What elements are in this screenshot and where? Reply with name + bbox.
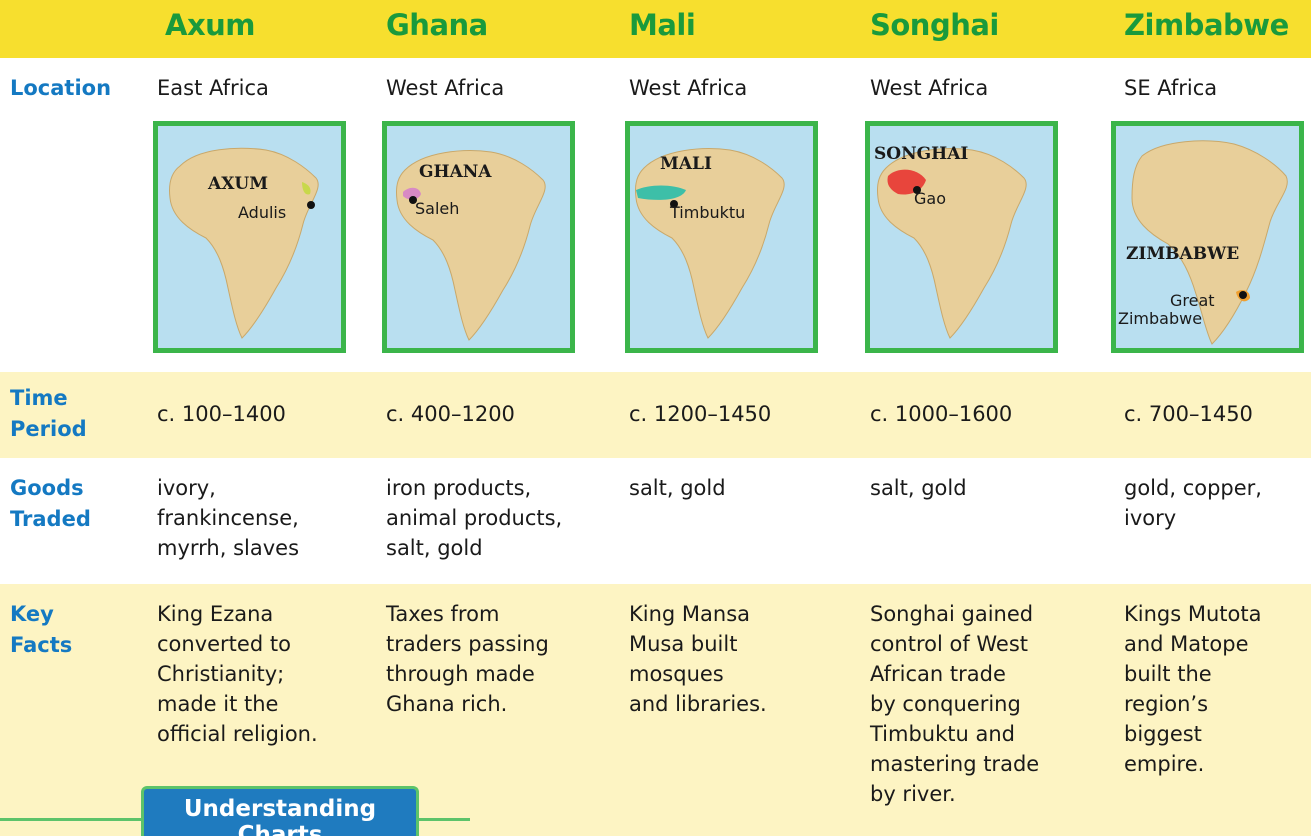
city-dot	[1239, 291, 1247, 299]
goods-zimbabwe: gold, copper,ivory	[1124, 476, 1262, 530]
col-title-zimbabwe: Zimbabwe	[1124, 8, 1289, 42]
map-city-label: Great	[1170, 291, 1215, 310]
time-zimbabwe: c. 700–1450	[1124, 402, 1253, 426]
col-title-songhai: Songhai	[870, 8, 999, 42]
city-dot	[409, 196, 417, 204]
col-title-axum: Axum	[165, 8, 256, 42]
map-region-label: AXUM	[208, 174, 269, 194]
location-songhai: West Africa	[870, 76, 989, 100]
location-mali: West Africa	[629, 76, 748, 100]
map-zimbabwe: ZIMBABWE Great Zimbabwe	[1111, 121, 1304, 353]
time-songhai: c. 1000–1600	[870, 402, 1013, 426]
goods-mali: salt, gold	[629, 476, 726, 500]
map-city-label: Saleh	[415, 199, 460, 218]
africa-map-shape	[396, 150, 546, 341]
col-title-ghana: Ghana	[386, 8, 488, 42]
map-region-label: MALI	[660, 154, 712, 174]
row-goods-bg	[0, 458, 1311, 584]
map-region-label: ZIMBABWE	[1126, 244, 1240, 264]
goods-songhai: salt, gold	[870, 476, 967, 500]
africa-map-shape	[169, 147, 319, 339]
map-songhai: SONGHAI Gao	[865, 121, 1058, 353]
map-region-label: SONGHAI	[874, 144, 969, 164]
understanding-charts-label: Understanding Charts	[183, 796, 377, 836]
city-dot	[307, 201, 315, 209]
map-region-label: GHANA	[419, 162, 492, 182]
goods-axum: ivory,frankincense,myrrh, slaves	[157, 476, 300, 560]
map-mali: MALI Timbuktu	[625, 121, 818, 353]
location-zimbabwe: SE Africa	[1124, 76, 1218, 100]
city-dot	[670, 200, 678, 208]
time-axum: c. 100–1400	[157, 402, 286, 426]
time-ghana: c. 400–1200	[386, 402, 515, 426]
banner-edge	[0, 48, 1311, 58]
understanding-charts-tab: Understanding Charts	[141, 786, 419, 836]
row-label-location: Location	[10, 76, 112, 100]
row-time-bg	[0, 372, 1311, 458]
africa-map-shape	[635, 148, 785, 339]
map-city-label: Timbuktu	[670, 203, 746, 222]
map-axum: AXUM Adulis	[153, 121, 346, 353]
city-dot	[913, 186, 921, 194]
map-city-label: Gao	[914, 189, 946, 208]
location-axum: East Africa	[157, 76, 269, 100]
col-title-mali: Mali	[629, 8, 696, 42]
location-ghana: West Africa	[386, 76, 505, 100]
time-mali: c. 1200–1450	[629, 402, 772, 426]
map-ghana: GHANA Saleh	[382, 121, 575, 353]
map-city-label: Zimbabwe	[1118, 309, 1203, 328]
goods-ghana: iron products,animal products,salt, gold	[386, 476, 563, 560]
map-city-label: Adulis	[238, 203, 287, 222]
